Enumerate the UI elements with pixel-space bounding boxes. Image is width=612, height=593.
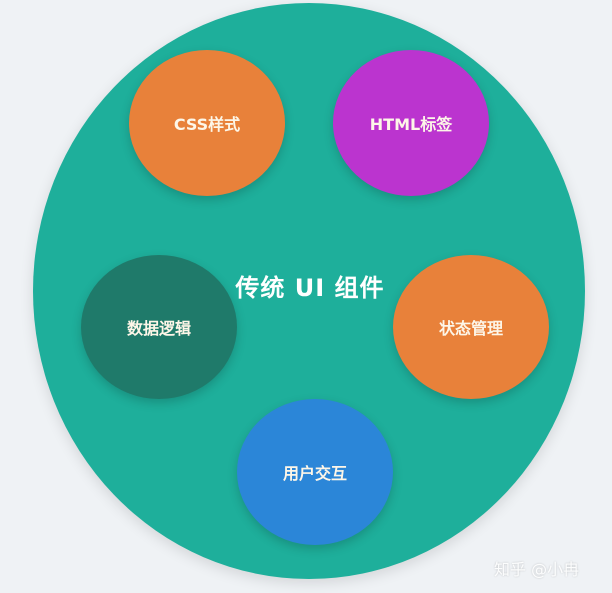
node-label-state: 状态管理: [438, 319, 503, 338]
node-css-styles[interactable]: CSS样式: [129, 50, 285, 196]
node-label-data: 数据逻辑: [126, 319, 191, 338]
center-title: 传统 UI 组件: [235, 274, 385, 302]
node-data-logic[interactable]: 数据逻辑: [81, 255, 237, 399]
node-state-management[interactable]: 状态管理: [393, 255, 549, 399]
watermark: 知乎 @小冉: [494, 560, 580, 579]
node-label-user: 用户交互: [282, 464, 347, 483]
node-label-html: HTML标签: [369, 115, 453, 134]
node-user-interaction[interactable]: 用户交互: [237, 399, 393, 545]
node-label-css: CSS样式: [173, 115, 241, 134]
node-html-tags[interactable]: HTML标签: [333, 50, 489, 196]
